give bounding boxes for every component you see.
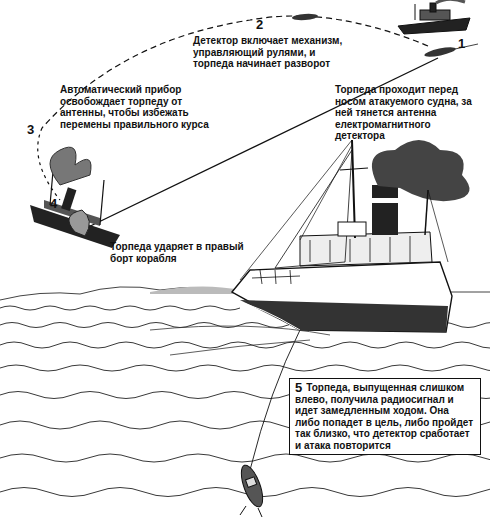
annotation-text: Торпеда ударяет в правый борт корабля <box>110 241 262 264</box>
big-ship <box>232 140 470 332</box>
torpedo-turning <box>292 13 318 21</box>
callout-number: 4 <box>50 198 70 210</box>
annotation-text: Детектор включает механизм, управляющий … <box>193 35 355 70</box>
attacked-ship-small <box>398 0 470 34</box>
torpedo-start <box>424 44 478 59</box>
target-ship <box>30 147 120 248</box>
callout-number: 2 <box>256 19 276 31</box>
torpedo-slow <box>237 463 267 517</box>
wake <box>150 326 330 355</box>
callout-number: 5 <box>295 382 302 394</box>
note-box: 5Торпеда, выпущенная слишком влево, полу… <box>289 378 481 455</box>
callout-number: 1 <box>458 38 478 50</box>
callout-number: 3 <box>27 124 47 136</box>
annotation-text: Торпеда проходит перед носом атакуемого … <box>335 84 477 142</box>
note-text: Торпеда, выпущенная слишком влево, получ… <box>295 382 473 451</box>
annotation-text: Автоматический прибор освобождает торпед… <box>60 84 226 130</box>
coast-hills <box>150 286 240 294</box>
